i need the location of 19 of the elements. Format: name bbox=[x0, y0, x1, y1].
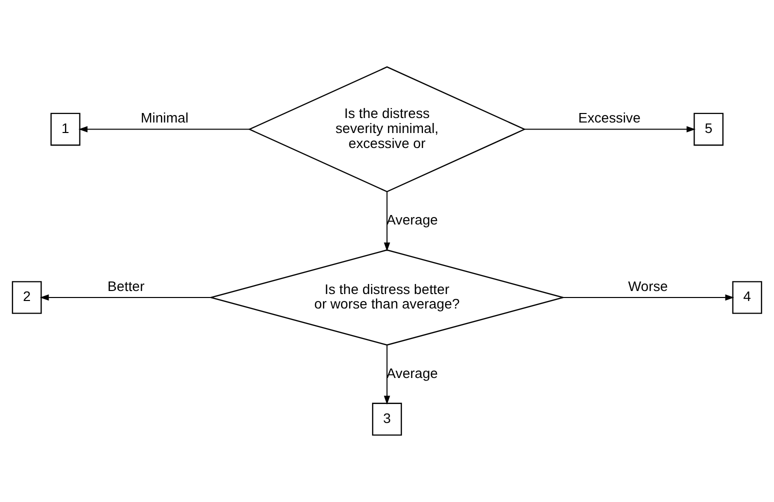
arrow bbox=[384, 344, 390, 405]
arrow bbox=[40, 294, 211, 301]
arrow bbox=[562, 294, 734, 301]
arrow bbox=[524, 126, 696, 132]
node-box: 4 bbox=[732, 281, 762, 314]
edge-label: Minimal bbox=[140, 110, 188, 126]
node-diamond: Is the distress severity minimal, excessive or bbox=[248, 66, 526, 192]
node-box: 2 bbox=[12, 281, 42, 314]
arrow bbox=[384, 191, 390, 252]
edge-label: Average bbox=[386, 364, 438, 381]
node-diamond: Is the distress better or worse than average? bbox=[208, 249, 566, 346]
edge-label: Worse bbox=[628, 278, 668, 294]
node-box: 3 bbox=[372, 402, 402, 436]
node-box: 1 bbox=[50, 112, 80, 146]
edge-label: Better bbox=[108, 278, 144, 294]
edge-label: Average bbox=[386, 211, 438, 228]
arrow bbox=[78, 126, 250, 132]
edge-label: Excessive bbox=[578, 110, 641, 126]
node-box: 5 bbox=[694, 112, 724, 146]
